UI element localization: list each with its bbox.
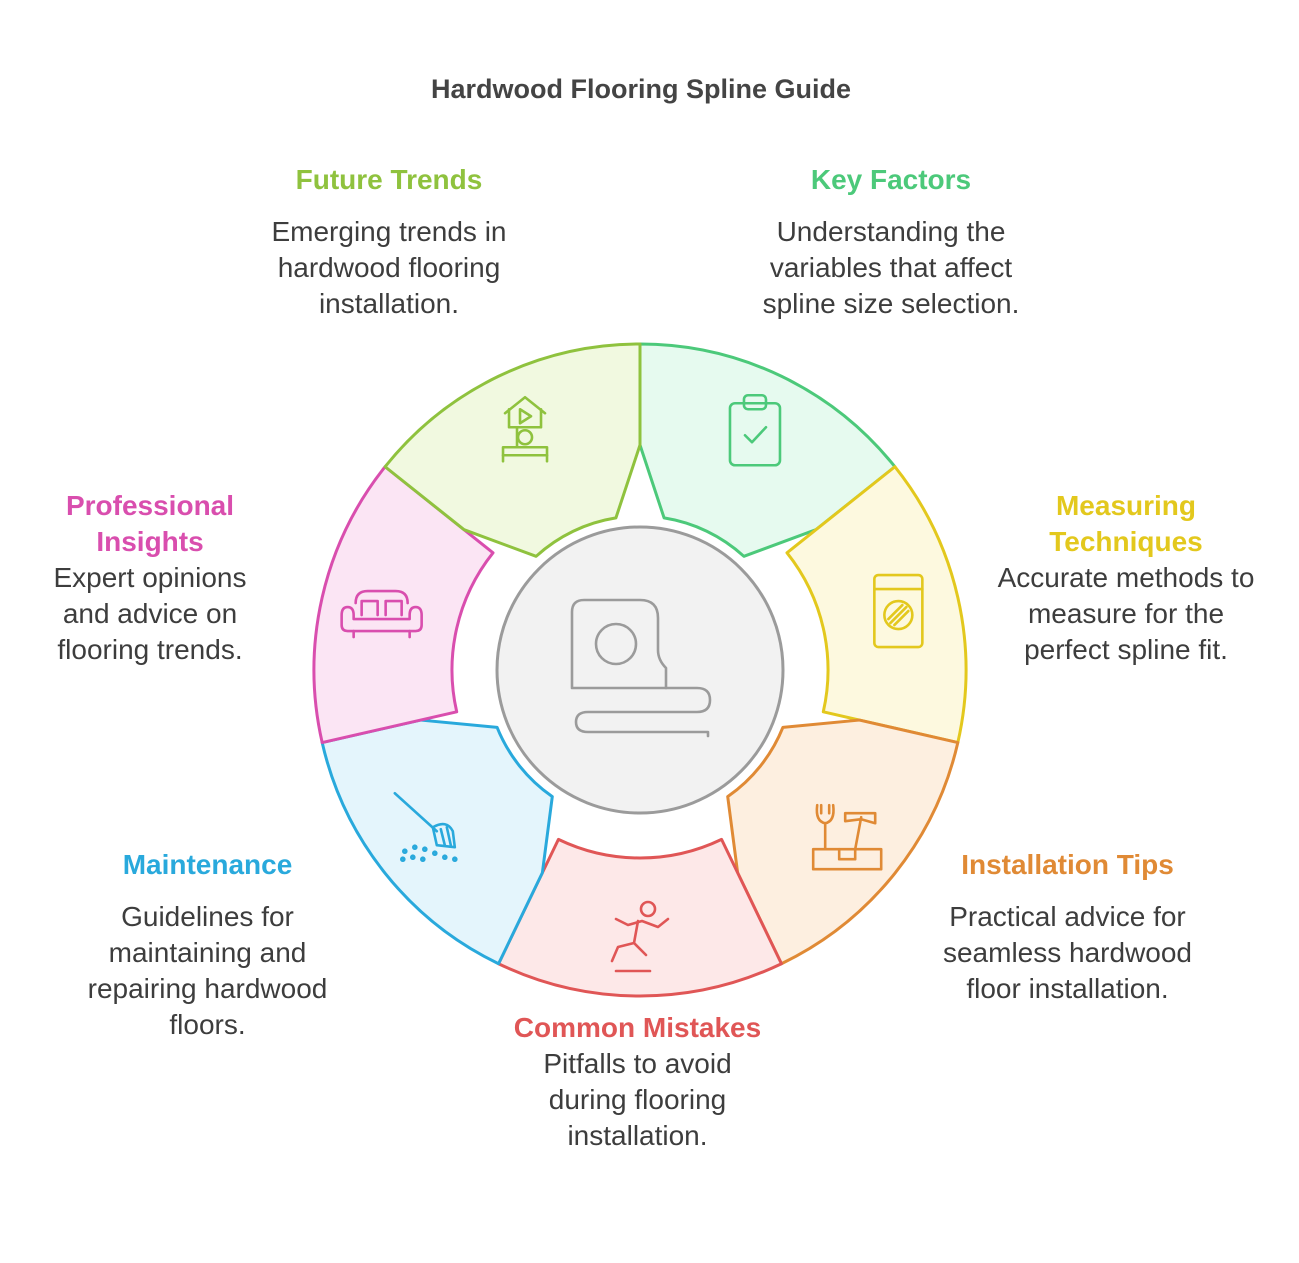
segment-description: Accurate methods to measure for the perf…	[997, 562, 1255, 665]
segment-measuring-techniques	[785, 465, 968, 745]
segment-description: Emerging trends in hardwood flooring ins…	[271, 216, 507, 319]
smart-home-icon	[501, 395, 549, 463]
segment-title: Future Trends	[295, 164, 483, 195]
segment-title: Measuring Techniques	[1049, 490, 1203, 557]
broom-icon	[393, 791, 458, 863]
tape-measure-icon	[570, 598, 712, 738]
sofa-icon	[340, 589, 423, 639]
segment-title: Professional Insights	[65, 490, 235, 557]
segment-installation-tips	[726, 718, 960, 966]
segment-title: Key Factors	[810, 164, 972, 195]
page-title: Hardwood Flooring Spline Guide	[431, 74, 851, 104]
segment-title: Common Mistakes	[513, 1012, 762, 1043]
falling-person-icon	[610, 900, 670, 973]
segment-title: Maintenance	[122, 849, 293, 880]
segment-description: Practical advice for seamless hardwood f…	[942, 901, 1193, 1004]
segment-professional-insights	[312, 465, 495, 745]
clipboard-check-icon	[728, 393, 782, 467]
segment-description: Pitfalls to avoid during flooring instal…	[543, 1048, 732, 1151]
center-hub	[495, 525, 785, 815]
level-tool-icon	[873, 573, 924, 649]
segment-description: Expert opinions and advice on flooring t…	[53, 562, 247, 665]
segment-key-factors	[638, 342, 897, 558]
toolbox-icon	[811, 803, 883, 871]
segment-title: Installation Tips	[961, 849, 1174, 880]
segment-common-mistakes	[497, 837, 783, 998]
segment-description: Guidelines for maintaining and repairing…	[87, 901, 328, 1040]
segment-future-trends	[383, 342, 642, 558]
segment-description: Understanding the variables that affect …	[762, 216, 1020, 319]
